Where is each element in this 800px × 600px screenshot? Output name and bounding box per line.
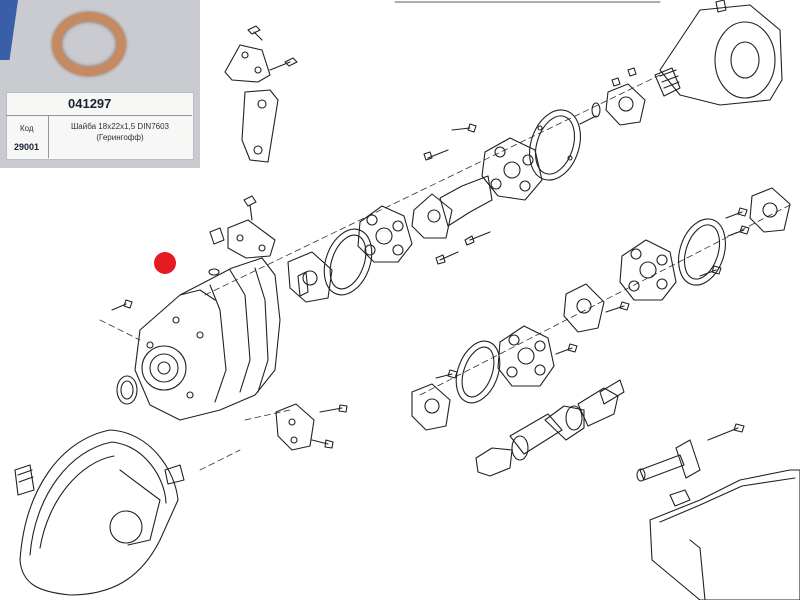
main-gearbox-housing	[111, 257, 281, 421]
package-blue-strip	[0, 0, 18, 60]
code-caption: Код	[20, 124, 34, 133]
highlighted-washer-marker[interactable]	[154, 252, 176, 274]
upper-flex-disc	[423, 123, 543, 201]
part-number-label: 041297	[68, 96, 112, 111]
lower-flange-assembly	[411, 325, 578, 431]
description-line-2: (Герингофф)	[96, 133, 144, 142]
part-label-card	[6, 92, 194, 160]
gearbox-top-bracket	[209, 195, 276, 259]
left-flex-disc	[357, 205, 413, 263]
frame-bracket	[636, 423, 800, 600]
left-gasket-ring	[323, 228, 373, 296]
cardan-shaft	[475, 379, 625, 477]
label-divider-vertical	[48, 115, 49, 158]
rear-gearbox	[654, 0, 783, 106]
lower-right-flange-assembly	[563, 187, 791, 333]
part-photo-inset: 041297 Код 29001 Шайба 18х22х1,5 DIN7603…	[0, 0, 200, 168]
copper-washer-photo	[52, 12, 126, 76]
center-lines	[99, 74, 791, 471]
description-line-1: Шайба 18х22х1,5 DIN7603	[70, 122, 170, 131]
lower-mount-bracket	[275, 403, 348, 451]
bell-housing	[14, 429, 185, 596]
code-value: 29001	[14, 142, 40, 152]
part-description: Шайба 18х22х1,5 DIN7603 (Герингофф)	[52, 121, 188, 143]
upper-mount-bracket	[224, 25, 298, 163]
label-divider-horizontal	[6, 115, 192, 116]
upper-gasket-ring	[529, 109, 581, 181]
intermediate-shaft	[411, 175, 493, 265]
upper-right-flange	[579, 67, 646, 126]
gearbox-output-flange	[287, 251, 333, 303]
